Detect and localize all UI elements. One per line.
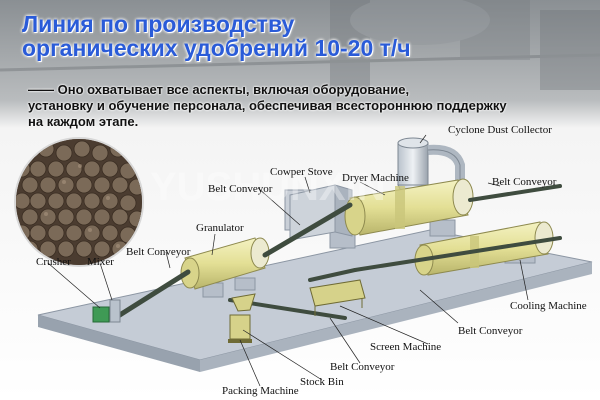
label-belt-conveyor-lower-right: Belt Conveyor [458, 325, 523, 337]
label-packing-machine: Packing Machine [222, 385, 299, 397]
label-stock-bin: Stock Bin [300, 376, 344, 388]
label-granulator: Granulator [196, 222, 244, 234]
label-belt-conveyor-right: Belt Conveyor [492, 176, 557, 188]
belt-conveyors [112, 184, 562, 321]
label-mixer: Mixer [87, 256, 114, 268]
label-dryer-machine: Dryer Machine [342, 172, 409, 184]
page-title: Линия по производству органических удобр… [22, 12, 411, 60]
label-cyclone-dust-collector: Cyclone Dust Collector [448, 124, 552, 136]
subtitle-line-2: установку и обучение персонала, обеспечи… [28, 98, 507, 113]
title-line-1: Линия по производству [22, 11, 295, 37]
screen-machine [309, 279, 366, 316]
subtitle: —— Оно охватывает все аспекты, включая о… [28, 82, 588, 130]
subtitle-line-3: на каждом этапе. [28, 114, 139, 129]
label-belt-conveyor-bottom: Belt Conveyor [330, 361, 395, 373]
crusher-mixer [92, 299, 121, 323]
label-belt-conveyor-upper: Belt Conveyor [208, 183, 273, 195]
stock-bin-packing [228, 293, 256, 343]
factory-photo-backdrop [0, 0, 600, 90]
label-belt-conveyor-left: Belt Conveyor [126, 246, 191, 258]
title-line-2: органических удобрений 10-20 т/ч [22, 35, 411, 61]
label-leader-lines [47, 134, 529, 387]
subtitle-line-1: —— Оно охватывает все аспекты, включая о… [28, 82, 410, 97]
label-cowper-stove: Cowper Stove [270, 166, 333, 178]
pellets-image [16, 139, 142, 265]
label-crusher: Crusher [36, 256, 71, 268]
label-cooling-machine: Cooling Machine [510, 300, 587, 312]
watermark: YUSHUNXIN [150, 165, 386, 209]
label-screen-machine: Screen Machine [370, 341, 442, 353]
fertilizer-pellets-inset [14, 137, 144, 267]
